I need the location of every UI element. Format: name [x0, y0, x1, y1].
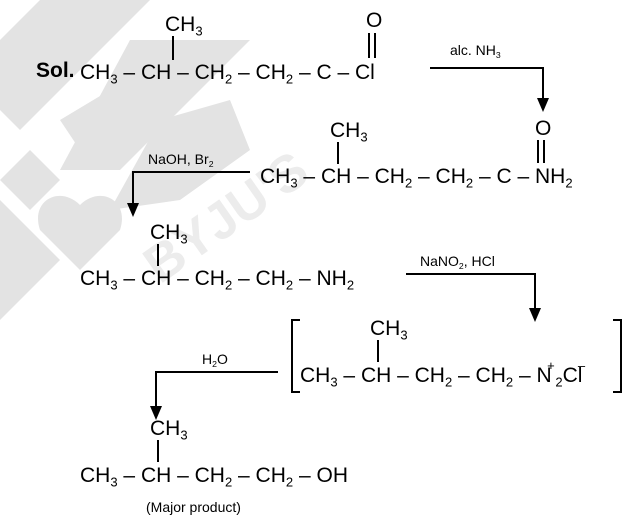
arrow1-head [537, 98, 549, 112]
step2-main-chain: CH3 – CH – CH2 – CH2 – C – NH2 [260, 165, 573, 191]
product-label: (Major product) [146, 499, 241, 515]
step2-reagent: NaOH, Br2 [148, 151, 214, 170]
arrow2 [132, 171, 250, 205]
plus-charge: + [547, 357, 555, 373]
solution-label: Sol. [36, 59, 75, 82]
arrow1 [430, 67, 544, 100]
left-bracket [291, 319, 300, 393]
arrow4 [155, 371, 278, 408]
step4-main-chain: CH3 – CH – CH2 – CH2 – N+2Cl– [300, 357, 586, 390]
step1-main-chain: CH3 – CH – CH2 – CH2 – C – Cl [80, 61, 375, 87]
step1-oxygen: O [366, 9, 383, 32]
step4-reagent: H2O [202, 351, 228, 370]
step3-main-chain: CH3 – CH – CH2 – CH2 – NH2 [80, 267, 355, 293]
step3-reagent: NaNO2, HCl [420, 253, 495, 272]
arrow2-head [127, 203, 139, 217]
product-main-chain: CH3 – CH – CH2 – CH2 – OH [80, 464, 348, 490]
step4-branch: CH3 [370, 317, 408, 343]
step1-reagent: alc. NH3 [450, 42, 501, 61]
arrow3 [406, 273, 536, 310]
minus-charge: – [577, 357, 586, 373]
step3-branch: CH3 [150, 221, 188, 247]
product-branch: CH3 [150, 417, 188, 443]
step2-oxygen: O [535, 117, 552, 140]
step1-branch: CH3 [165, 13, 203, 39]
arrow3-head [529, 308, 541, 322]
right-bracket [613, 319, 622, 393]
step2-branch: CH3 [330, 119, 368, 145]
